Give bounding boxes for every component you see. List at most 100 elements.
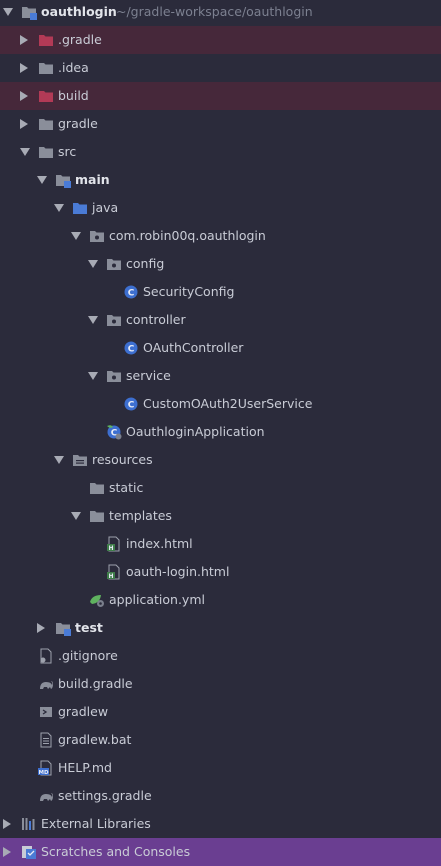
chevron-down-icon[interactable] <box>71 232 81 240</box>
tree-row[interactable]: test <box>0 614 441 642</box>
tree-row[interactable]: resources <box>0 446 441 474</box>
tree-row[interactable]: controller <box>0 306 441 334</box>
folder-icon <box>38 60 54 76</box>
tree-row[interactable]: static <box>0 474 441 502</box>
tree-row[interactable]: application.yml <box>0 586 441 614</box>
tree-row[interactable]: build.gradle <box>0 670 441 698</box>
folder-icon <box>38 144 54 160</box>
class-icon: C <box>123 340 139 356</box>
resources-folder-icon <box>72 452 88 468</box>
tree-row[interactable]: service <box>0 362 441 390</box>
chevron-right-icon[interactable] <box>37 623 45 633</box>
tree-row[interactable]: gradlew.bat <box>0 726 441 754</box>
svg-text:C: C <box>111 429 118 439</box>
tree-item-label: OauthloginApplication <box>126 424 265 439</box>
tree-row[interactable]: .gitignore <box>0 642 441 670</box>
chevron-right-icon[interactable] <box>20 63 28 73</box>
chevron-right-icon[interactable] <box>20 35 28 45</box>
tree-item-label: build <box>58 88 89 103</box>
class-icon: C <box>123 284 139 300</box>
tree-row-project-root[interactable]: oauthlogin~/gradle-workspace/oauthlogin <box>0 0 441 26</box>
chevron-down-icon[interactable] <box>88 372 98 380</box>
gradle-file-icon <box>38 788 54 804</box>
tree-item-label: resources <box>92 452 153 467</box>
chevron-down-icon[interactable] <box>54 204 64 212</box>
chevron-down-icon[interactable] <box>37 176 47 184</box>
chevron-down-icon[interactable] <box>88 316 98 324</box>
chevron-right-icon[interactable] <box>3 847 11 857</box>
libraries-icon <box>21 816 37 832</box>
folder-icon <box>89 508 105 524</box>
tree-row[interactable]: settings.gradle <box>0 782 441 810</box>
tree-row[interactable]: .gradle <box>0 26 441 54</box>
tree-row[interactable]: build <box>0 82 441 110</box>
tree-item-label: gradle <box>58 116 98 131</box>
tree-item-label: controller <box>126 312 186 327</box>
excluded-folder-icon <box>38 32 54 48</box>
tree-item-label: java <box>92 200 119 215</box>
tree-item-label: External Libraries <box>41 816 151 831</box>
excluded-folder-icon <box>38 88 54 104</box>
gradle-file-icon <box>38 676 54 692</box>
tree-item-label: static <box>109 480 144 495</box>
tree-item-label: main <box>75 172 110 187</box>
tree-row[interactable]: config <box>0 250 441 278</box>
tree-item-label: Scratches and Consoles <box>41 844 191 859</box>
tree-row[interactable]: C OAuthController <box>0 334 441 362</box>
tree-row[interactable]: Scratches and Consoles <box>0 838 441 866</box>
svg-text:MD: MD <box>38 770 48 776</box>
spring-boot-class-icon: C <box>106 424 122 440</box>
svg-text:H: H <box>108 545 113 552</box>
tree-row[interactable]: C OauthloginApplication <box>0 418 441 446</box>
tree-row[interactable]: .idea <box>0 54 441 82</box>
html-file-icon: H <box>106 536 122 552</box>
tree-row[interactable]: External Libraries <box>0 810 441 838</box>
shell-script-icon <box>38 704 54 720</box>
folder-icon <box>38 116 54 132</box>
svg-text:C: C <box>128 289 135 299</box>
folder-icon <box>89 480 105 496</box>
tree-row[interactable]: gradlew <box>0 698 441 726</box>
tree-row[interactable]: com.robin00q.oauthlogin <box>0 222 441 250</box>
tree-item-label: settings.gradle <box>58 788 152 803</box>
chevron-down-icon[interactable] <box>3 8 13 16</box>
tree-item-label: oauth-login.html <box>126 564 230 579</box>
tree-row[interactable]: templates <box>0 502 441 530</box>
tree-item-label: index.html <box>126 536 193 551</box>
chevron-down-icon[interactable] <box>54 456 64 464</box>
html-file-icon: H <box>106 564 122 580</box>
spring-config-icon <box>89 592 105 608</box>
chevron-down-icon[interactable] <box>20 148 30 156</box>
chevron-right-icon[interactable] <box>20 91 28 101</box>
tree-item-label: CustomOAuth2UserService <box>143 396 313 411</box>
tree-item-label: src <box>58 144 77 159</box>
svg-text:C: C <box>128 345 135 355</box>
package-icon <box>106 312 122 328</box>
scratches-icon <box>21 844 37 860</box>
tree-row[interactable]: src <box>0 138 441 166</box>
chevron-down-icon[interactable] <box>88 260 98 268</box>
tree-item-label: test <box>75 620 103 635</box>
tree-item-label: build.gradle <box>58 676 133 691</box>
tree-item-label: OAuthController <box>143 340 244 355</box>
tree-row[interactable]: main <box>0 166 441 194</box>
markdown-file-icon: MD <box>38 760 54 776</box>
chevron-right-icon[interactable] <box>20 119 28 129</box>
module-folder-icon <box>55 172 71 188</box>
source-folder-icon <box>72 200 88 216</box>
tree-row[interactable]: gradle <box>0 110 441 138</box>
chevron-right-icon[interactable] <box>3 819 11 829</box>
tree-item-label: application.yml <box>109 592 205 607</box>
tree-item-label: config <box>126 256 165 271</box>
chevron-down-icon[interactable] <box>71 512 81 520</box>
tree-item-label: .gitignore <box>58 648 118 663</box>
tree-item-label: gradlew <box>58 704 109 719</box>
tree-row[interactable]: java <box>0 194 441 222</box>
package-icon <box>106 256 122 272</box>
